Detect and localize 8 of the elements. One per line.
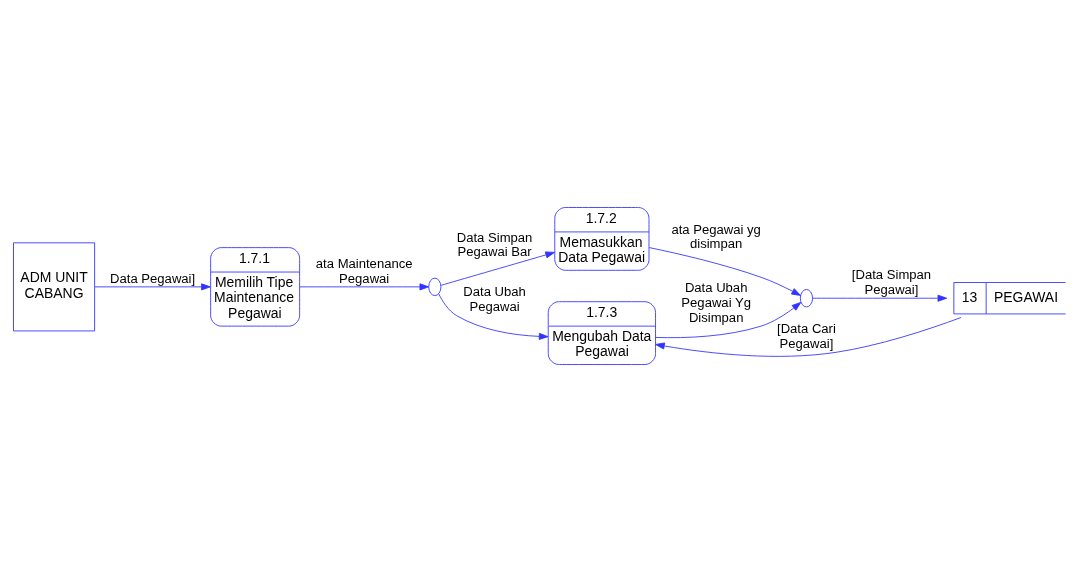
edge-label: Data Ubah Pegawai Yg Disimpan — [681, 280, 751, 325]
edge-label: ata Pegawai yg disimpan — [671, 221, 761, 252]
edge-label: ata Maintenance Pegawai — [315, 255, 413, 286]
edge-label: Data Pegawai] — [110, 270, 196, 286]
edge-label: Data Simpan Pegawai Bar — [456, 229, 533, 260]
edge-label: [Data Simpan Pegawai] — [851, 267, 932, 297]
edge-label: Data Ubah Pegawai — [463, 284, 526, 315]
edge-label: [Data Cari Pegawai] — [777, 321, 836, 351]
